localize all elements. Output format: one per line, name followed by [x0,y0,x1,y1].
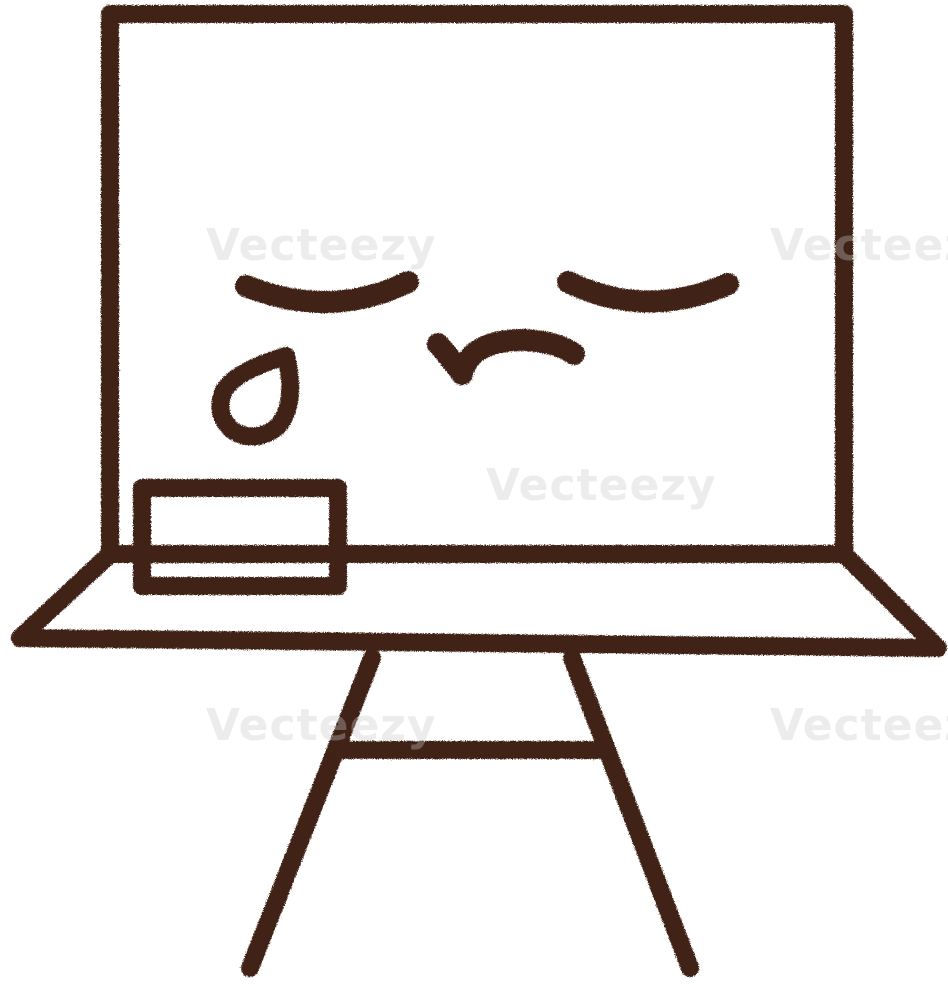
eraser-icon [133,479,347,595]
closed-eye-icon [235,271,419,313]
watermark-text: Vecteezy [206,220,437,271]
watermark-text: Vecteezy [770,220,948,271]
board-ledge [11,545,947,657]
frown-mouth-icon [427,329,585,385]
easel-leg-icon [241,649,381,977]
watermark-text: Vecteezy [486,460,717,511]
easel-leg-icon [563,649,699,977]
watermark-text: Vecteezy [770,700,948,751]
closed-eye-icon [557,271,739,313]
tear-drop-icon [211,347,300,446]
watermark-text: Vecteezy [206,700,437,751]
